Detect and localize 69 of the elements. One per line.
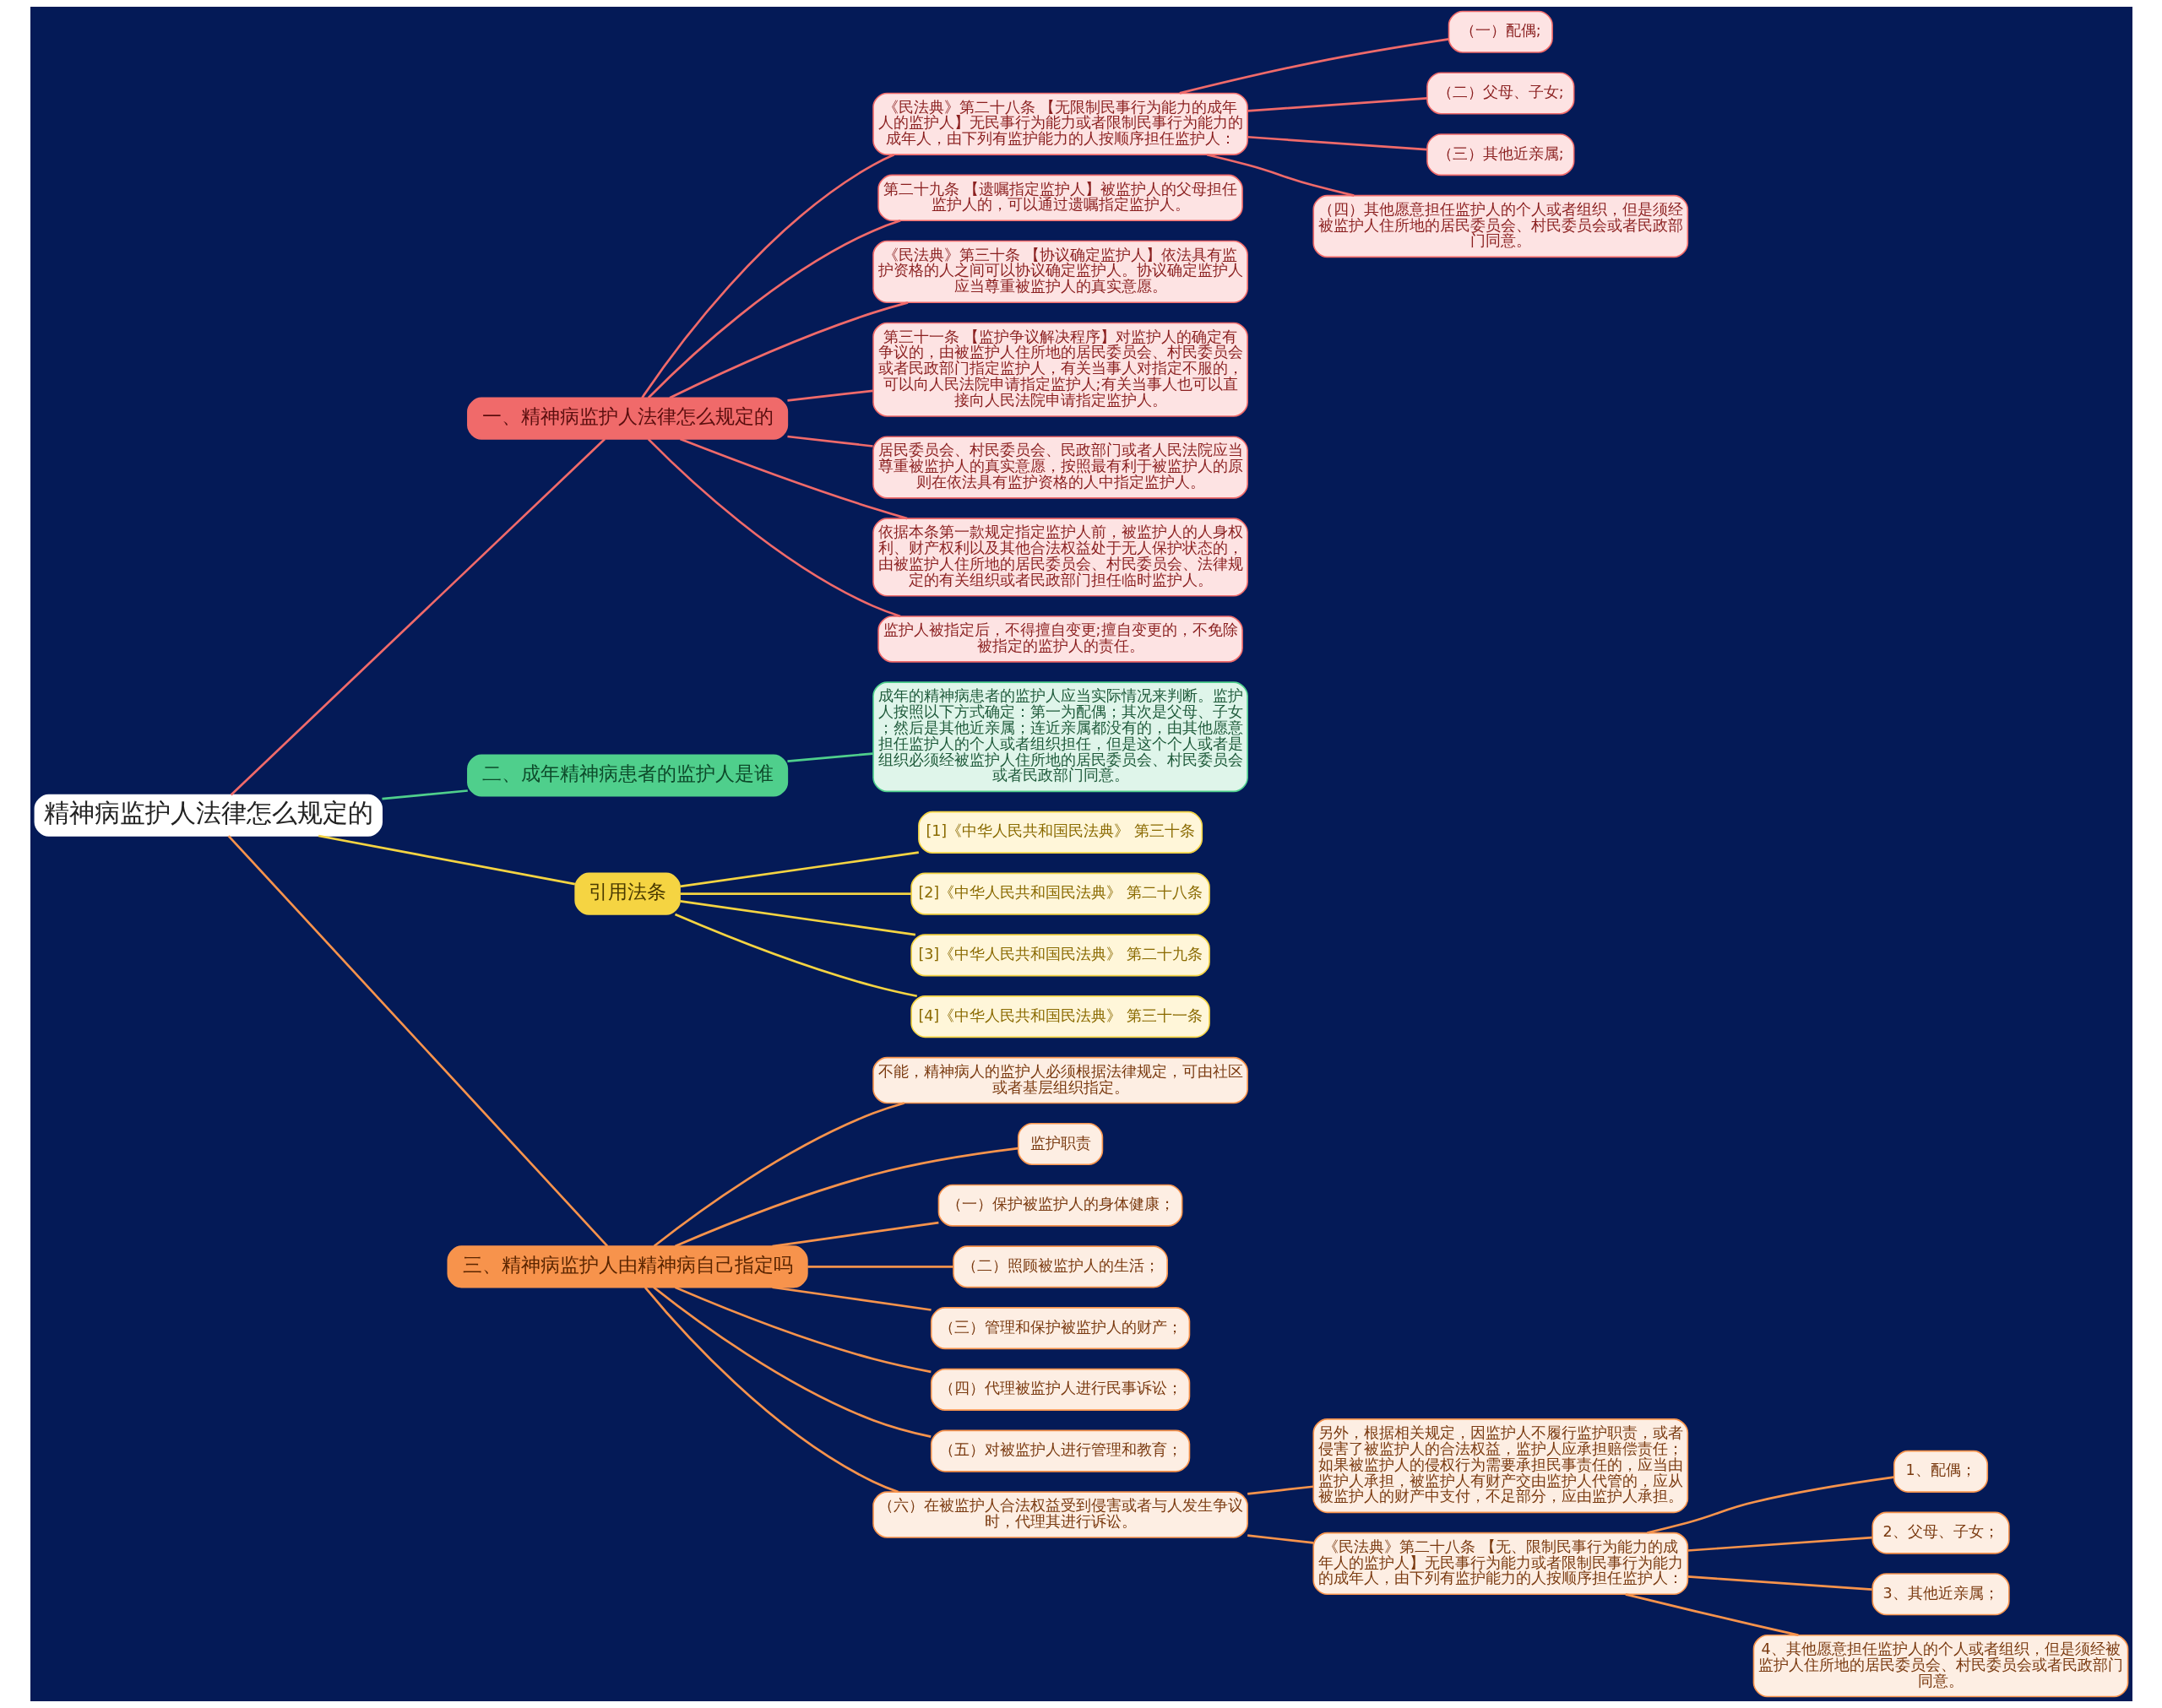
connector	[653, 1102, 904, 1248]
connector	[381, 789, 468, 800]
connector	[1625, 1593, 1799, 1637]
connector	[1247, 97, 1427, 112]
node-box: 《民法典》第二十八条 【无、限制民事行为能力的成年人的监护人】无民事行为能力或者限制民事行为能力的成年人，由下列有监护能力的人按顺序担任监护人：	[1312, 1532, 1688, 1596]
node-box: （二）父母、子女;	[1426, 72, 1574, 115]
node-box: 三、精神病监护人由精神病自己指定吗	[447, 1245, 808, 1288]
connector	[668, 301, 908, 399]
connector	[1247, 1534, 1313, 1544]
connector	[1206, 153, 1355, 197]
node-box: （一）保护被监护人的身体健康；	[937, 1184, 1182, 1227]
node-box: 第三十一条 【监护争议解决程序】对监护人的确定有争议的，由被监护人住所地的居民委员会、村民委员会或者民政部门指定监护人，有关当事人对指定不服的，可以向人民法院申请指定监护人;有关当事人也可以直接向人民法院申请指定监护人。	[872, 322, 1248, 417]
connector	[1687, 1575, 1872, 1591]
connector	[647, 220, 901, 399]
connector	[318, 834, 575, 886]
node-box: 成年的精神病患者的监护人应当实际情况来判断。监护人按照以下方式确定：第一为配偶；其次是父母、子女；然后是其他近亲属；连近亲属都没有的，由其他愿意担任监护人的个人或者组织担任，但是这个个人或者是组织必须经被监护人住所地的居民委员会、村民委员会或者民政部门同意。	[872, 681, 1248, 793]
node-box: 3、其他近亲属；	[1871, 1573, 2010, 1616]
node-box: 一、精神病监护人法律怎么规定的	[466, 397, 788, 440]
node-box: （三）其他近亲属;	[1426, 133, 1574, 176]
node-box: [2]《中华人民共和国民法典》 第二十八条	[910, 872, 1210, 915]
connector	[674, 1286, 932, 1374]
connector	[652, 1286, 932, 1438]
connector	[644, 1286, 899, 1494]
node-box: 引用法条	[573, 872, 681, 915]
connector	[786, 435, 873, 447]
node-box: 不能，精神病人的监护人必须根据法律规定，可由社区或者基层组织指定。	[872, 1056, 1248, 1104]
node-box: 二、成年精神病患者的监护人是谁	[466, 754, 788, 797]
connector	[647, 438, 901, 618]
connector	[679, 437, 908, 520]
node-box: [3]《中华人民共和国民法典》 第二十九条	[910, 934, 1210, 977]
node-box: （四）其他愿意担任监护人的个人或者组织，但是须经被监护人住所地的居民委员会、村民委员会或者民政部门同意。	[1312, 194, 1688, 258]
connector	[640, 154, 894, 399]
connector	[1687, 1536, 1872, 1552]
connector	[674, 1147, 1019, 1248]
connector	[807, 1266, 953, 1268]
connector	[1646, 1476, 1894, 1534]
node-box: 第二十九条 【遗嘱指定监护人】被监护人的父母担任监护人的，可以通过遗嘱指定监护人。	[877, 174, 1243, 222]
node-box: 监护人被指定后，不得擅自变更;擅自变更的，不免除被指定的监护人的责任。	[877, 615, 1243, 663]
node-box: （五）对被监护人进行管理和教育；	[930, 1429, 1190, 1472]
connector	[786, 389, 873, 402]
connector	[1247, 1485, 1313, 1495]
connector	[679, 851, 919, 888]
node-box: 另外，根据相关规定，因监护人不履行监护职责，或者侵害了被监护人的合法权益，监护人应承担赔偿责任；如果被监护人的侵权行为需要承担民事责任的，应当由监护人承担，被监护人有财产交由监护人代管的，应从被监护人的财产中支付，不足部分，应由监护人承担。	[1312, 1418, 1688, 1514]
node-box: （三）管理和保护被监护人的财产；	[930, 1307, 1190, 1350]
node-box: 2、父母、子女；	[1871, 1511, 2010, 1554]
node-box: 4、其他愿意担任监护人的个人或者组织，但是须经被监护人住所地的居民委员会、村民委员会或者民政部门同意。	[1752, 1635, 2128, 1698]
connector	[771, 1221, 939, 1248]
node-box: 监护职责	[1017, 1122, 1103, 1165]
node-box: （二）照顾被监护人的生活；	[952, 1245, 1168, 1288]
node-box: （四）代理被监护人进行民事诉讼；	[930, 1368, 1190, 1411]
node-box: 《民法典》第二十八条 【无限制民事行为能力的成年人的监护人】无民事行为能力或者限制民事行为能力的成年人，由下列有监护能力的人按顺序担任监护人：	[872, 92, 1248, 155]
connector	[1179, 38, 1449, 95]
connector	[1247, 135, 1427, 151]
node-box: （一）配偶;	[1448, 10, 1553, 53]
node-box: 精神病监护人法律怎么规定的	[34, 794, 383, 837]
connector	[230, 438, 606, 796]
node-box: 1、配偶；	[1893, 1450, 1988, 1493]
node-box: [1]《中华人民共和国民法典》 第三十条	[917, 811, 1203, 854]
connector	[227, 835, 608, 1247]
connector	[674, 913, 917, 998]
connector	[679, 892, 911, 895]
connector	[679, 900, 915, 936]
node-box: 依据本条第一款规定指定监护人前，被监护人的人身权利、财产权利以及其他合法权益处于无人保护状态的，由被监护人住所地的居民委员会、村民委员会、法律规定的有关组织或者民政部门担任临时监护人。	[872, 518, 1248, 597]
connector	[786, 752, 873, 762]
node-box: （六）在被监护人合法权益受到侵害或者与人发生争议时，代理其进行诉讼。	[872, 1491, 1248, 1538]
node-box: [4]《中华人民共和国民法典》 第三十一条	[910, 995, 1210, 1038]
connector	[771, 1286, 932, 1311]
node-box: 居民委员会、村民委员会、民政部门或者人民法院应当尊重被监护人的真实意愿，按照最有利于被监护人的原则在依法具有监护资格的人中指定监护人。	[872, 436, 1248, 499]
node-box: 《民法典》第三十条 【协议确定监护人】依法具有监护资格的人之间可以协议确定监护人。协议确定监护人应当尊重被监护人的真实意愿。	[872, 240, 1248, 304]
